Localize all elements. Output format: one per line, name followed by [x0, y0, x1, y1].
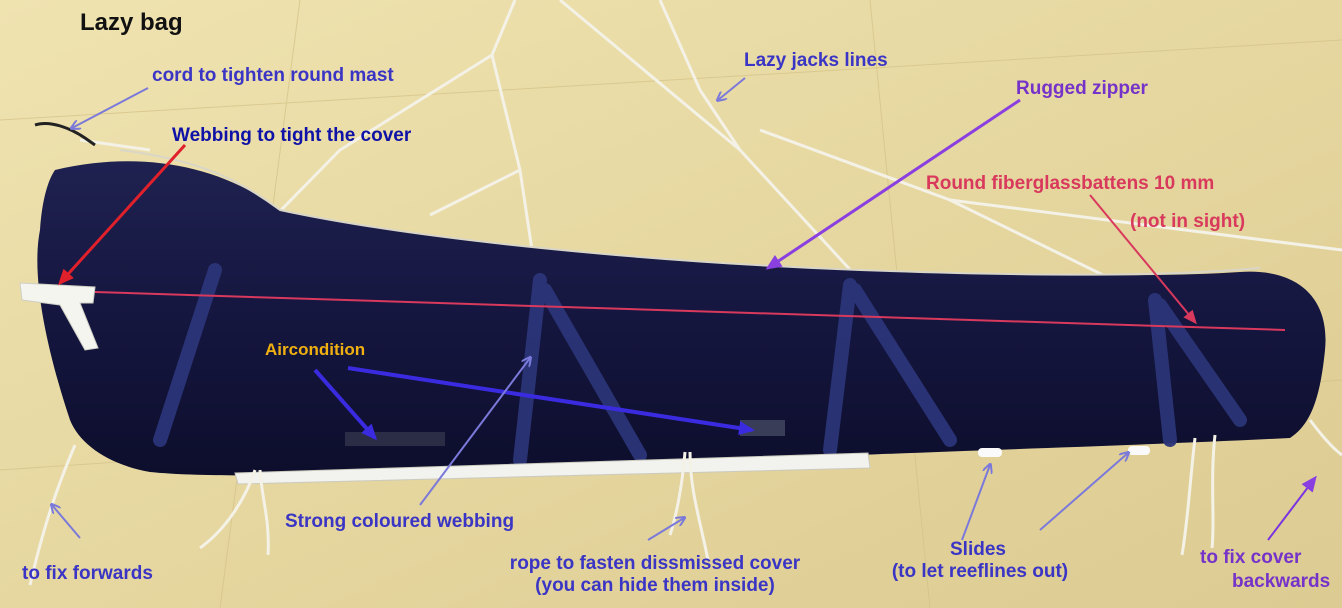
slide-2 [1128, 446, 1150, 455]
strap-webbings [153, 263, 1247, 467]
sail-cover-bag [37, 161, 1326, 476]
arrow-webbing-tight [57, 143, 187, 286]
arrow-slides-2 [1039, 453, 1128, 531]
arrow-fix-forwards [52, 505, 81, 539]
label-webbing-tight: Webbing to tight the cover [172, 125, 412, 146]
front-webbing-flap [19, 282, 99, 351]
lazy-jacks-lines [79, 0, 1342, 300]
label-fix-backwards: to fix cover [1200, 547, 1302, 568]
label-rope-note: (you can hide them inside) [535, 575, 775, 596]
mast-hook [34, 122, 96, 147]
bottom-bolt-rope [234, 452, 871, 485]
label-fix-forwards: to fix forwards [22, 563, 153, 584]
label-strong-webbing: Strong coloured webbing [285, 511, 515, 532]
arrow-battens [1089, 194, 1197, 325]
label-lazy-jacks: Lazy jacks lines [744, 50, 888, 71]
label-aircondition: Aircondition [265, 340, 366, 359]
label-battens: Round fiberglassbattens 10 mm [926, 173, 1215, 194]
label-fix-backwards-note: backwards [1232, 571, 1331, 592]
arrow-aircondition-left [313, 368, 377, 441]
arrow-slides-1 [961, 465, 990, 541]
arrow-lazy-jacks [718, 77, 746, 100]
title-lazy-bag: Lazy bag [80, 9, 183, 36]
label-zipper: Rugged zipper [1016, 78, 1148, 99]
label-slides: Slides [950, 539, 1006, 560]
arrow-zipper [765, 98, 1021, 270]
label-rope: rope to fasten dissmissed cover [509, 553, 801, 574]
arrow-strong-webbing [419, 358, 530, 506]
arrow-aircondition-right [347, 366, 755, 435]
arrow-cord [72, 87, 149, 128]
batten-line [94, 291, 1286, 331]
vent-left [345, 432, 445, 446]
fastening-ropes [28, 419, 1342, 586]
label-slides-note: (to let reeflines out) [891, 561, 1069, 582]
slide-1 [978, 448, 1002, 457]
zipper-edge [119, 149, 1261, 276]
label-cord: cord to tighten round mast [152, 65, 394, 86]
label-battens-note: (not in sight) [1130, 211, 1246, 232]
arrow-fix-backwards [1267, 475, 1317, 541]
arrow-rope [647, 518, 684, 541]
